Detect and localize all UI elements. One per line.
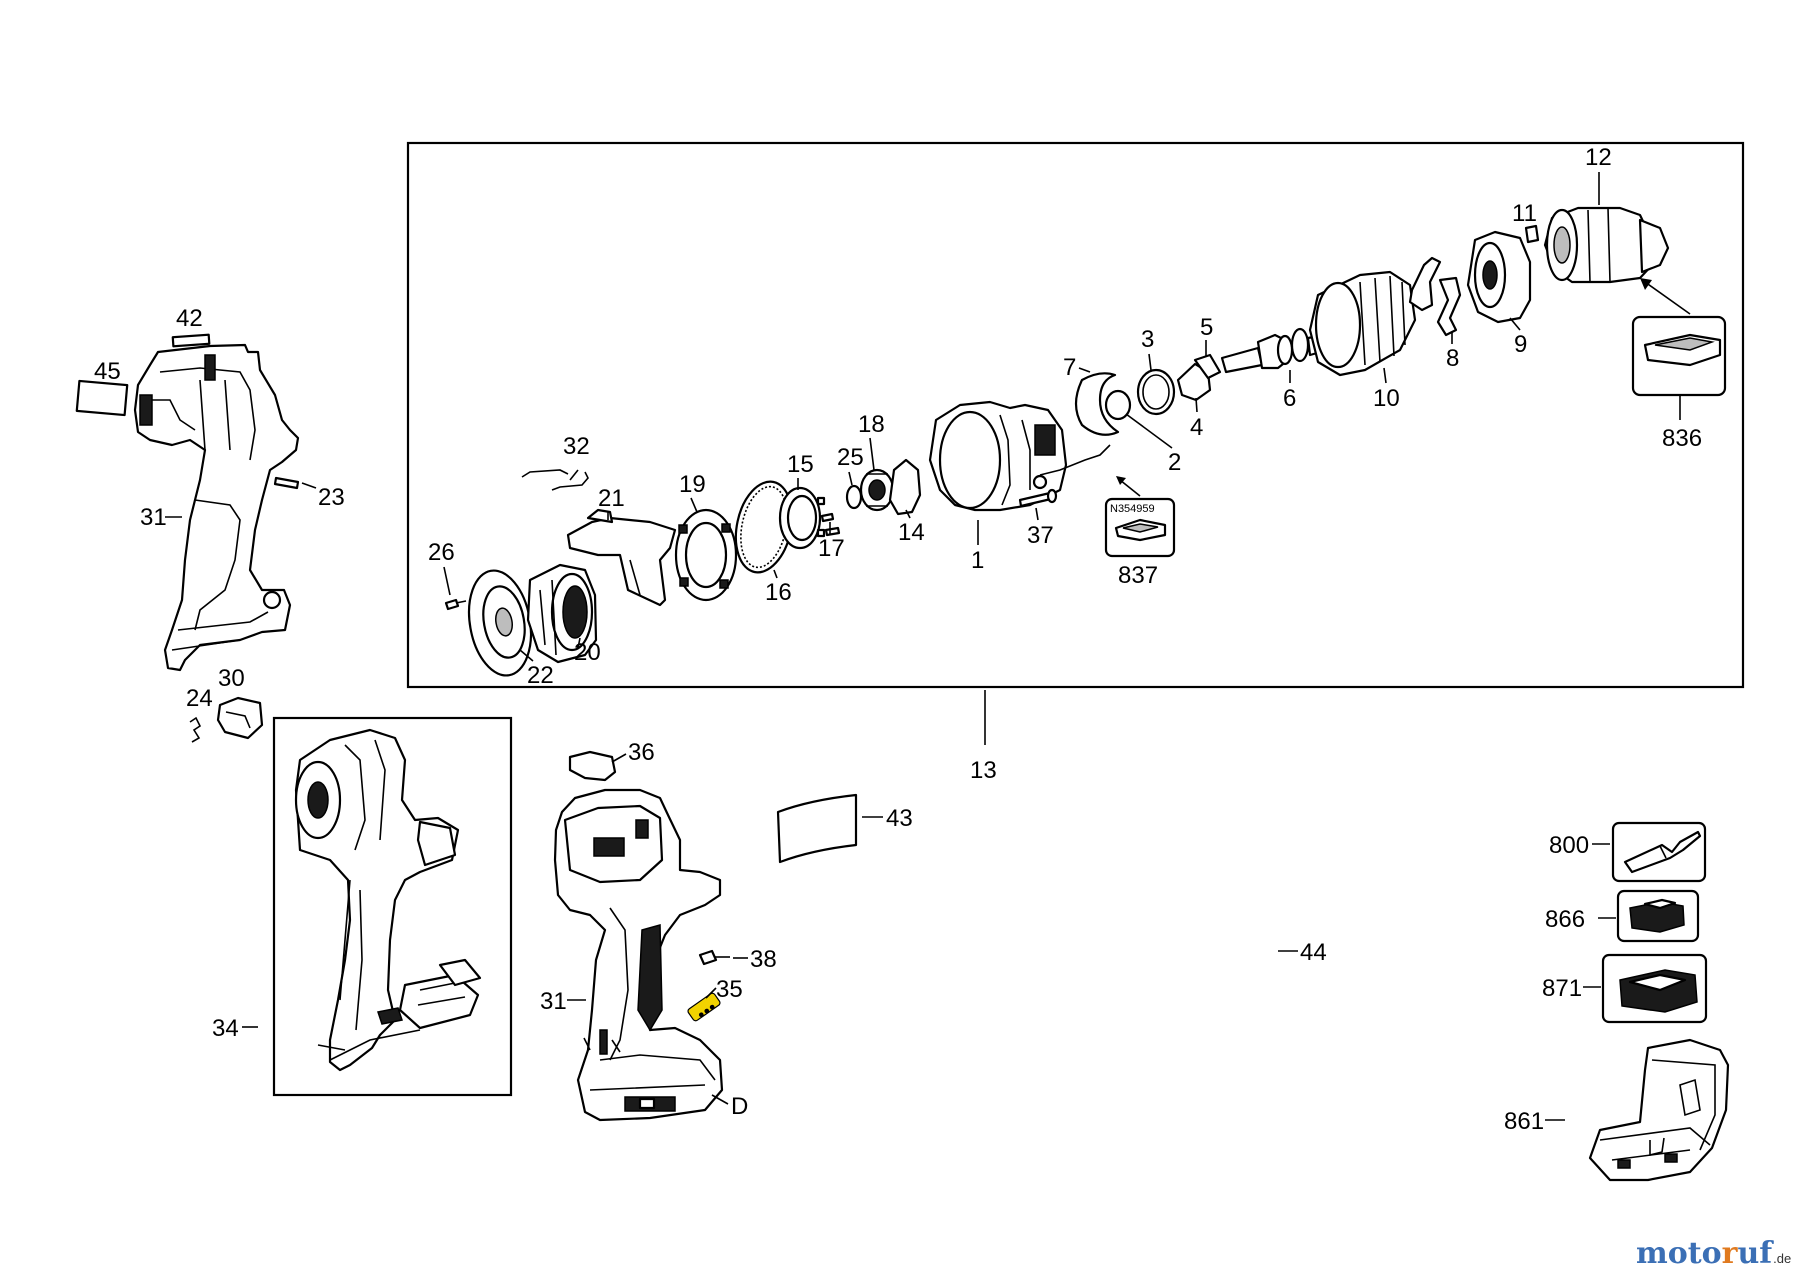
label-800: 800: [1549, 832, 1589, 859]
label-43: 43: [886, 805, 913, 832]
cam-link-8b: [1436, 276, 1462, 337]
label-11: 11: [1512, 200, 1537, 227]
label-26: 26: [428, 539, 455, 566]
label-sheet-43: [776, 793, 858, 864]
label-8: 8: [1446, 345, 1459, 372]
label-38: 38: [750, 946, 777, 973]
motor-assembly-frame: [272, 716, 513, 1097]
label-14: 14: [898, 519, 925, 546]
label-34: 34: [212, 1015, 239, 1042]
label-4: 4: [1190, 414, 1203, 441]
label-13: 13: [970, 757, 997, 784]
label-plate-42: [171, 333, 211, 348]
label-2: 2: [1168, 449, 1181, 476]
brand-logo: motoruf.de: [1636, 1236, 1791, 1271]
callout-box-837: [1104, 497, 1176, 558]
screw-11: [1524, 224, 1540, 244]
label-5: 5: [1200, 314, 1213, 341]
label-861: 861: [1504, 1108, 1544, 1135]
sun-gear-18: [859, 468, 895, 512]
gear-case-1: [928, 400, 1068, 512]
spring-24: [189, 716, 202, 743]
label-31b: 31: [540, 988, 567, 1015]
callout-box-836: [1631, 315, 1727, 397]
wire-spring: [1039, 444, 1111, 476]
button-30: [216, 696, 264, 740]
planet-carrier-15: [778, 486, 826, 550]
label-21: 21: [598, 485, 625, 512]
housing-half-right: [553, 788, 724, 1122]
label-36: 36: [628, 739, 655, 766]
label-7: 7: [1063, 354, 1076, 381]
label-10: 10: [1373, 385, 1400, 412]
label-37: 37: [1027, 522, 1054, 549]
label-15: 15: [787, 451, 814, 478]
label-D: D: [731, 1093, 748, 1120]
label-42: 42: [176, 305, 203, 332]
label-9: 9: [1514, 331, 1527, 358]
housing-half-left: [133, 343, 300, 672]
motor-assembly-34: [294, 728, 482, 1072]
washer-25: [845, 484, 863, 510]
brand-part-2: r: [1721, 1236, 1738, 1271]
lock-part-5: [1193, 353, 1222, 380]
label-45: 45: [94, 358, 121, 385]
label-836: 836: [1662, 425, 1702, 452]
label-866: 866: [1545, 906, 1585, 933]
label-23: 23: [318, 484, 345, 511]
label-44: 44: [1300, 939, 1327, 966]
bracket-21: [566, 508, 677, 607]
chuck-12: [1543, 206, 1670, 284]
label-32: 32: [563, 433, 590, 460]
front-housing-9: [1466, 230, 1532, 324]
label-837: 837: [1118, 562, 1158, 589]
brush-ring-20: [526, 563, 598, 664]
label-plate-45: [75, 379, 129, 417]
ring-gear-19: [674, 508, 738, 602]
washer-2: [1104, 389, 1132, 421]
plate-14: [888, 458, 922, 516]
spring-clip-7: [1074, 372, 1120, 436]
gear-assembly-frame: [406, 141, 1745, 689]
label-16: 16: [765, 579, 792, 606]
clutch-spring-4: [1176, 362, 1212, 402]
label-24: 24: [186, 685, 213, 712]
clutch-housing-10: [1308, 270, 1417, 377]
label-3: 3: [1141, 326, 1154, 353]
label-22: 22: [527, 662, 554, 689]
label-871: 871: [1542, 975, 1582, 1002]
label-30: 30: [218, 665, 245, 692]
brand-part-1: moto: [1636, 1236, 1722, 1271]
brand-tld: .de: [1773, 1251, 1792, 1266]
label-19: 19: [679, 471, 706, 498]
contact-32a: [521, 469, 569, 478]
label-12: 12: [1585, 144, 1612, 171]
warning-sticker-35: [687, 992, 721, 1022]
screw-38: [698, 949, 718, 966]
contact-32b: [551, 471, 589, 491]
label-20: 20: [574, 639, 601, 666]
label-25: 25: [837, 444, 864, 471]
clip-36: [568, 750, 617, 782]
pin-23: [273, 476, 300, 490]
carry-case-861: [1588, 1038, 1730, 1182]
cam-link-8a: [1408, 256, 1442, 312]
label-35: 35: [716, 976, 743, 1003]
screw-26: [444, 598, 460, 611]
callout-code-837: N354959: [1110, 503, 1155, 515]
label-6: 6: [1283, 385, 1296, 412]
label-17: 17: [818, 535, 845, 562]
label-31a: 31: [140, 504, 167, 531]
label-18: 18: [858, 411, 885, 438]
brand-part-3: uf: [1737, 1236, 1773, 1271]
label-1: 1: [971, 547, 984, 574]
